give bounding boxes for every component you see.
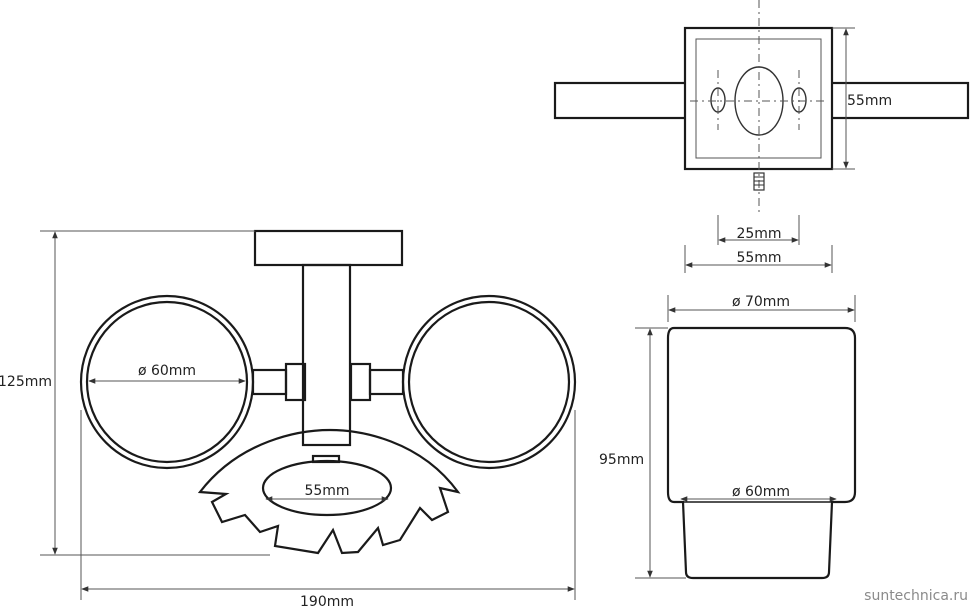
cup-view: ø 70mm ø 60mm 95mm [599, 294, 857, 580]
cup-outline [666, 326, 857, 580]
wall-plate [253, 229, 404, 267]
cup-height-label: 95mm [599, 452, 644, 468]
ring-diameter-label: ø 60mm [138, 363, 196, 379]
right-arm [368, 368, 405, 396]
hole-spacing-label: 25mm [736, 226, 781, 242]
toothbrush-holder [197, 428, 461, 555]
front-height-label: 125mm [0, 374, 52, 390]
left-arm [251, 368, 288, 396]
right-ring-inner [407, 300, 571, 464]
left-ring-inner [85, 300, 249, 464]
front-view: ø 60mm 55mm 125mm 190mm [0, 229, 577, 608]
holder-clip [311, 454, 341, 464]
front-width-label: 190mm [300, 594, 354, 608]
soap-dish-width-label: 55mm [304, 483, 349, 499]
left-ring [79, 294, 255, 470]
cup-top-diameter-label: ø 70mm [732, 294, 790, 310]
top-view: 55mm 25mm 55mm [553, 0, 970, 273]
left-collar [284, 362, 307, 402]
top-width-label: 55mm [736, 250, 781, 266]
right-ring [401, 294, 577, 470]
center-post [301, 263, 352, 447]
top-height-label: 55mm [847, 93, 892, 109]
watermark: suntechnica.ru [864, 588, 968, 604]
cup-bottom-diameter-label: ø 60mm [732, 484, 790, 500]
right-collar [349, 362, 372, 402]
